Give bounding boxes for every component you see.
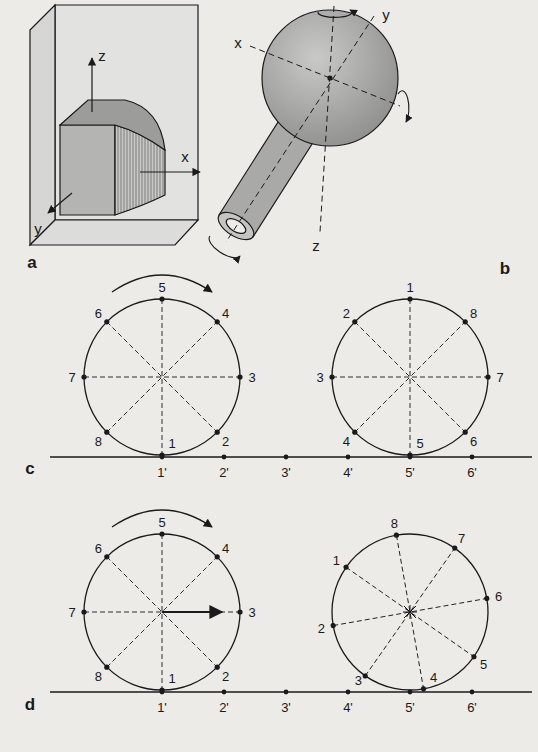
point-number: 4	[430, 670, 437, 683]
axis-label: y	[382, 7, 390, 22]
point-number: 3	[248, 606, 255, 619]
axis-label: x	[234, 35, 242, 50]
ground-mark: 5'	[405, 466, 415, 479]
panel-letter: d	[25, 696, 35, 713]
point-number: 6	[470, 434, 477, 447]
ground-mark: 4'	[343, 466, 353, 479]
axis-label: y	[34, 221, 42, 236]
point-number: 3	[355, 674, 362, 687]
point-number: 5	[158, 281, 165, 294]
panel-a-drawing	[30, 5, 200, 245]
ground-mark: 3'	[281, 466, 291, 479]
axis-label: x	[181, 149, 189, 164]
ground-mark: 1'	[157, 701, 167, 714]
point-number: 2	[318, 621, 325, 634]
point-number: 7	[68, 606, 75, 619]
point-number: 2	[222, 434, 229, 447]
point-number: 2	[343, 307, 350, 320]
point-number: 5	[416, 437, 423, 450]
panel-letter: a	[27, 254, 36, 271]
ground-mark: 3'	[281, 701, 291, 714]
point-number: 6	[95, 307, 102, 320]
panel-letter: c	[25, 460, 34, 477]
point-number: 6	[495, 590, 502, 603]
point-number: 6	[95, 542, 102, 555]
ground-mark: 6'	[467, 701, 477, 714]
point-number: 3	[248, 371, 255, 384]
point-number: 4	[222, 542, 229, 555]
ground-mark: 4'	[343, 701, 353, 714]
point-number: 1	[168, 437, 175, 450]
ground-mark: 5'	[405, 701, 415, 714]
point-number: 2	[222, 669, 229, 682]
point-number: 7	[68, 371, 75, 384]
point-number: 1	[406, 281, 413, 294]
ground-mark: 2'	[219, 466, 229, 479]
point-number: 4	[343, 434, 350, 447]
panel-d-drawing	[50, 510, 532, 705]
axis-label: z	[312, 238, 320, 253]
point-number: 1	[333, 554, 340, 567]
panel-b-drawing	[209, 6, 409, 258]
ground-mark: 2'	[219, 701, 229, 714]
point-number: 4	[222, 307, 229, 320]
axis-label: z	[98, 48, 106, 63]
point-number: 8	[391, 517, 398, 530]
panel-c-drawing	[50, 275, 532, 459]
point-number: 7	[496, 371, 503, 384]
point-number: 3	[316, 371, 323, 384]
point-number: 8	[95, 669, 102, 682]
point-number: 5	[480, 657, 487, 670]
point-number: 5	[158, 516, 165, 529]
point-number: 7	[458, 532, 465, 545]
ground-mark: 1'	[157, 466, 167, 479]
point-number: 8	[470, 307, 477, 320]
panel-letter: b	[500, 260, 510, 277]
point-number: 8	[95, 434, 102, 447]
ground-mark: 6'	[467, 466, 477, 479]
point-number: 1	[168, 672, 175, 685]
